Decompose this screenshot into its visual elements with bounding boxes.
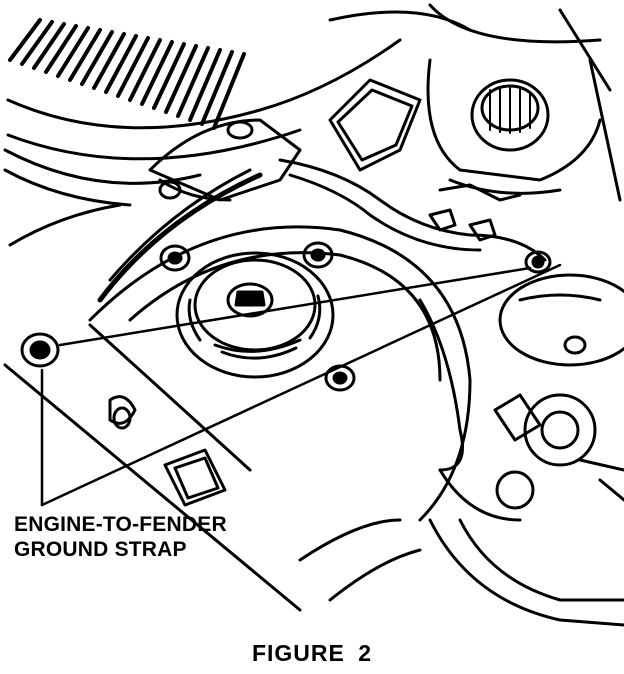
fender-panel: [3, 323, 302, 612]
figure-caption: FIGURE 2: [251, 640, 373, 666]
reservoir-cap-icon: [426, 58, 602, 195]
sensor-bracket: [148, 78, 422, 202]
ground-strap-callout: ENGINE-TO-FENDER GROUND STRAP: [14, 512, 227, 562]
lower-contours: [298, 518, 422, 602]
radiator-fins: [3, 18, 402, 185]
callout-line-2: GROUND STRAP: [14, 538, 187, 561]
callout-line-1: ENGINE-TO-FENDER: [14, 513, 227, 536]
body-panel-lines: [3, 3, 622, 247]
right-side-components: [418, 273, 624, 627]
wiring-harness: [97, 158, 547, 303]
strut-mount-icon: [159, 241, 356, 392]
ground-strap-line: [58, 266, 532, 347]
callout-leaders: [40, 263, 562, 507]
ground-strap-bolt-icon: [20, 250, 552, 368]
